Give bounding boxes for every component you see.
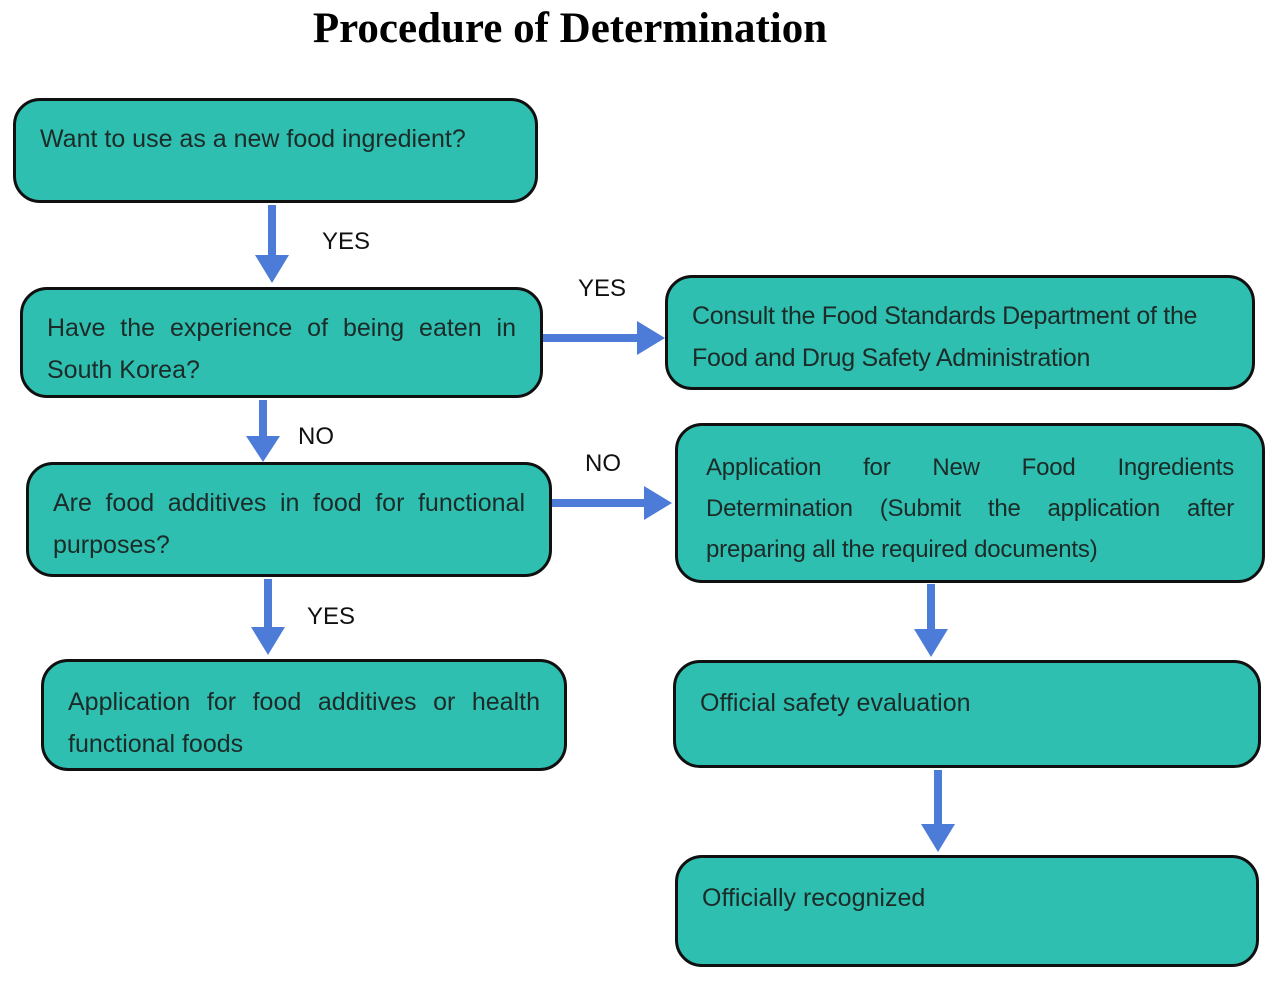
node-official-safety-evaluation: Official safety evaluation [673,660,1261,768]
node-application-food-additives: Application for food additives or health… [41,659,567,771]
arrow-down-application-to-evaluation-icon [914,584,948,657]
node-experience-eaten-south-korea: Have the experience of being eaten in So… [20,287,543,398]
node-food-additives-functional-purposes: Are food additives in food for functiona… [26,462,552,577]
page-title: Procedure of Determination [312,5,828,52]
arrow-down-evaluation-to-recognized-icon [921,770,955,852]
arrow-right-q3-to-application-icon [552,486,672,520]
edge-label-yes-2: YES [578,275,627,302]
edge-label-yes-1: YES [322,228,371,255]
node-officially-recognized: Officially recognized [675,855,1259,967]
arrow-head [644,486,672,520]
arrow-head [255,255,289,283]
node-consult-food-standards-department: Consult the Food Standards Department of… [665,275,1255,390]
edge-label-no-2: NO [585,450,621,477]
arrow-head [251,627,285,655]
node-application-new-food-ingredients: Application for New Food Ingredients Det… [675,423,1265,583]
node-want-new-food-ingredient: Want to use as a new food ingredient? [13,98,538,203]
arrow-head [637,321,665,355]
arrow-down-q1-to-q2-icon [255,205,289,283]
arrow-head [914,629,948,657]
arrow-down-q2-to-q3-icon [246,400,280,462]
edge-label-yes-3: YES [307,603,356,630]
arrow-head [246,436,280,462]
arrow-right-q2-to-consult-icon [543,321,665,355]
arrow-head [921,824,955,852]
edge-label-no-1: NO [298,423,334,450]
arrow-down-q3-to-application-icon [251,579,285,655]
